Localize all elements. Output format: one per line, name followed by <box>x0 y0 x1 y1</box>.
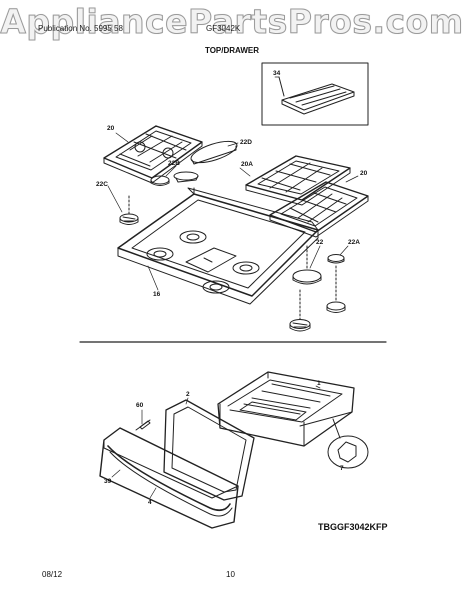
lower-burner-heads <box>289 265 346 332</box>
part-label-16: 16 <box>153 291 161 298</box>
part-label-22b: 22B <box>168 160 180 167</box>
part-label-34: 34 <box>273 70 281 77</box>
section-title: TOP/DRAWER <box>204 46 260 55</box>
center-burner-base <box>173 171 199 183</box>
burner-cap-22a <box>327 254 345 264</box>
burner-cap-22b <box>150 175 170 186</box>
part-label-1: 1 <box>317 380 321 387</box>
drawer-liner-frame <box>163 399 255 501</box>
part-label-22c: 22C <box>96 181 108 188</box>
drawer-glide-clip <box>327 418 369 469</box>
right-front-grate-20 <box>269 181 369 238</box>
drawer-body <box>217 371 355 447</box>
part-label-39: 39 <box>104 478 112 485</box>
part-label-20a: 20A <box>241 161 253 168</box>
publication-number: Publication No. 5995 58 <box>38 24 123 33</box>
footer-page-number: 10 <box>226 570 235 579</box>
burner-head-22c <box>119 195 139 225</box>
model-number-header: GF3042K <box>206 24 241 33</box>
part-label-22d: 22D <box>240 139 252 146</box>
burner-cap-22 <box>292 245 322 285</box>
leader-lines <box>107 76 359 499</box>
part-label-2: 2 <box>186 391 190 398</box>
right-rear-grate-20a <box>245 155 351 206</box>
griddle-inset <box>261 62 369 126</box>
part-label-20-right: 20 <box>360 170 368 177</box>
diagram-model-code: TBGGF3042KFP <box>318 522 388 532</box>
part-label-60: 60 <box>136 402 144 409</box>
part-label-22: 22 <box>316 239 324 246</box>
screw-60 <box>135 419 151 431</box>
cooktop-main-top <box>117 187 319 305</box>
footer-date: 08/12 <box>42 570 63 579</box>
drawer-front-panel <box>99 427 239 529</box>
part-label-22a: 22A <box>348 239 360 246</box>
part-label-4: 4 <box>148 499 152 506</box>
watermark: AppliancePartsPros.com <box>0 2 464 42</box>
part-label-20-left: 20 <box>107 125 115 132</box>
burner-cap-22d <box>190 140 238 165</box>
left-burner-grate <box>103 125 203 184</box>
part-label-7: 7 <box>340 465 344 472</box>
